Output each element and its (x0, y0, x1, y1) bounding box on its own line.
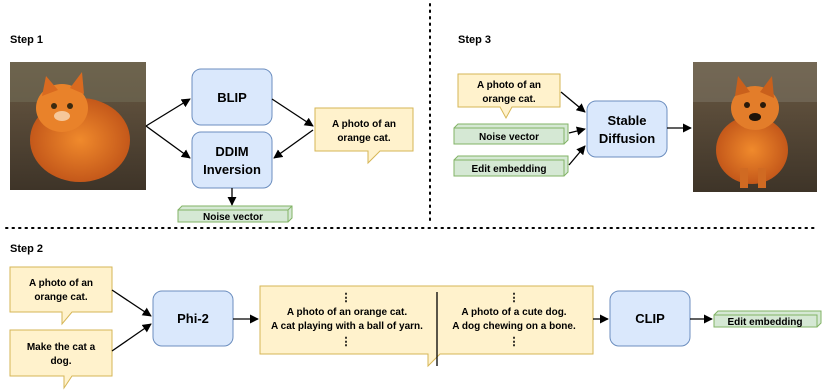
blip-box (191, 68, 273, 126)
right-ellipsis-bottom: ⋮ (509, 336, 520, 348)
step3-edit-embedding: Edit embedding (453, 155, 569, 177)
left-caption-line1: A photo of an orange cat. (287, 307, 407, 318)
step2-edit-embedding: Edit embedding (713, 310, 822, 328)
step1-noise-vector: Noise vector (177, 205, 293, 223)
left-ellipsis-top: ⋮ (341, 292, 352, 304)
arrow-prompt1-to-phi2 (111, 289, 152, 317)
step2-prompt1-callout (9, 266, 113, 326)
step1-label: Step 1 (10, 34, 43, 46)
arrow-noise-to-sd (568, 126, 586, 136)
left-caption-line2: A cat playing with a ball of yarn. (271, 321, 423, 332)
left-ellipsis-bottom: ⋮ (341, 336, 352, 348)
step2-label: Step 2 (10, 243, 43, 255)
step2-prompt1-line1: A photo of an (29, 278, 93, 289)
arrow-caption-to-ddim (273, 129, 314, 159)
step2-prompt2-callout (9, 329, 113, 390)
step3-noise-vector-label: Noise vector (479, 132, 539, 143)
stable-diffusion-box (586, 100, 668, 158)
step3-edit-embedding-label: Edit embedding (472, 164, 547, 175)
step3-caption-line2: orange cat. (482, 94, 536, 105)
step2-prompt2-line2: dog. (50, 356, 71, 367)
right-caption-line2: A dog chewing on a bone. (452, 321, 576, 332)
stable-diffusion-line1: Stable (607, 113, 646, 128)
step3-noise-vector: Noise vector (453, 123, 569, 145)
ddim-label-line2: Inversion (203, 162, 261, 177)
input-cat-image (10, 62, 146, 190)
step1-caption-line2: orange cat. (337, 133, 391, 144)
step3-caption-line1: A photo of an (477, 80, 541, 91)
ddim-inversion-box (191, 131, 273, 189)
step1-noise-vector-label: Noise vector (203, 212, 263, 223)
step1-caption-line1: A photo of an (332, 119, 396, 130)
step2-edit-embedding-label: Edit embedding (728, 317, 803, 328)
step2-prompt1-line2: orange cat. (34, 292, 88, 303)
right-ellipsis-top: ⋮ (509, 292, 520, 304)
step3-caption-callout (457, 73, 561, 120)
phi2-label: Phi-2 (177, 311, 209, 326)
arrow-prompt2-to-phi2 (111, 323, 152, 352)
stable-diffusion-line2: Diffusion (599, 131, 655, 146)
step3-label: Step 3 (458, 34, 491, 46)
output-dog-image (693, 62, 817, 192)
arrow-image-to-blip (145, 98, 191, 127)
arrow-blip-to-caption (271, 98, 314, 127)
clip-label: CLIP (635, 311, 665, 326)
ddim-label-line1: DDIM (215, 144, 248, 159)
right-caption-line1: A photo of a cute dog. (461, 307, 566, 318)
arrow-image-to-ddim (145, 125, 191, 159)
blip-label: BLIP (217, 90, 247, 105)
arrow-embedding-to-sd (568, 145, 586, 166)
arrow-caption-to-sd (560, 91, 586, 113)
step2-prompt2-line1: Make the cat a (27, 342, 96, 353)
generated-captions-callout (259, 285, 594, 368)
step1-caption-callout (314, 107, 414, 165)
